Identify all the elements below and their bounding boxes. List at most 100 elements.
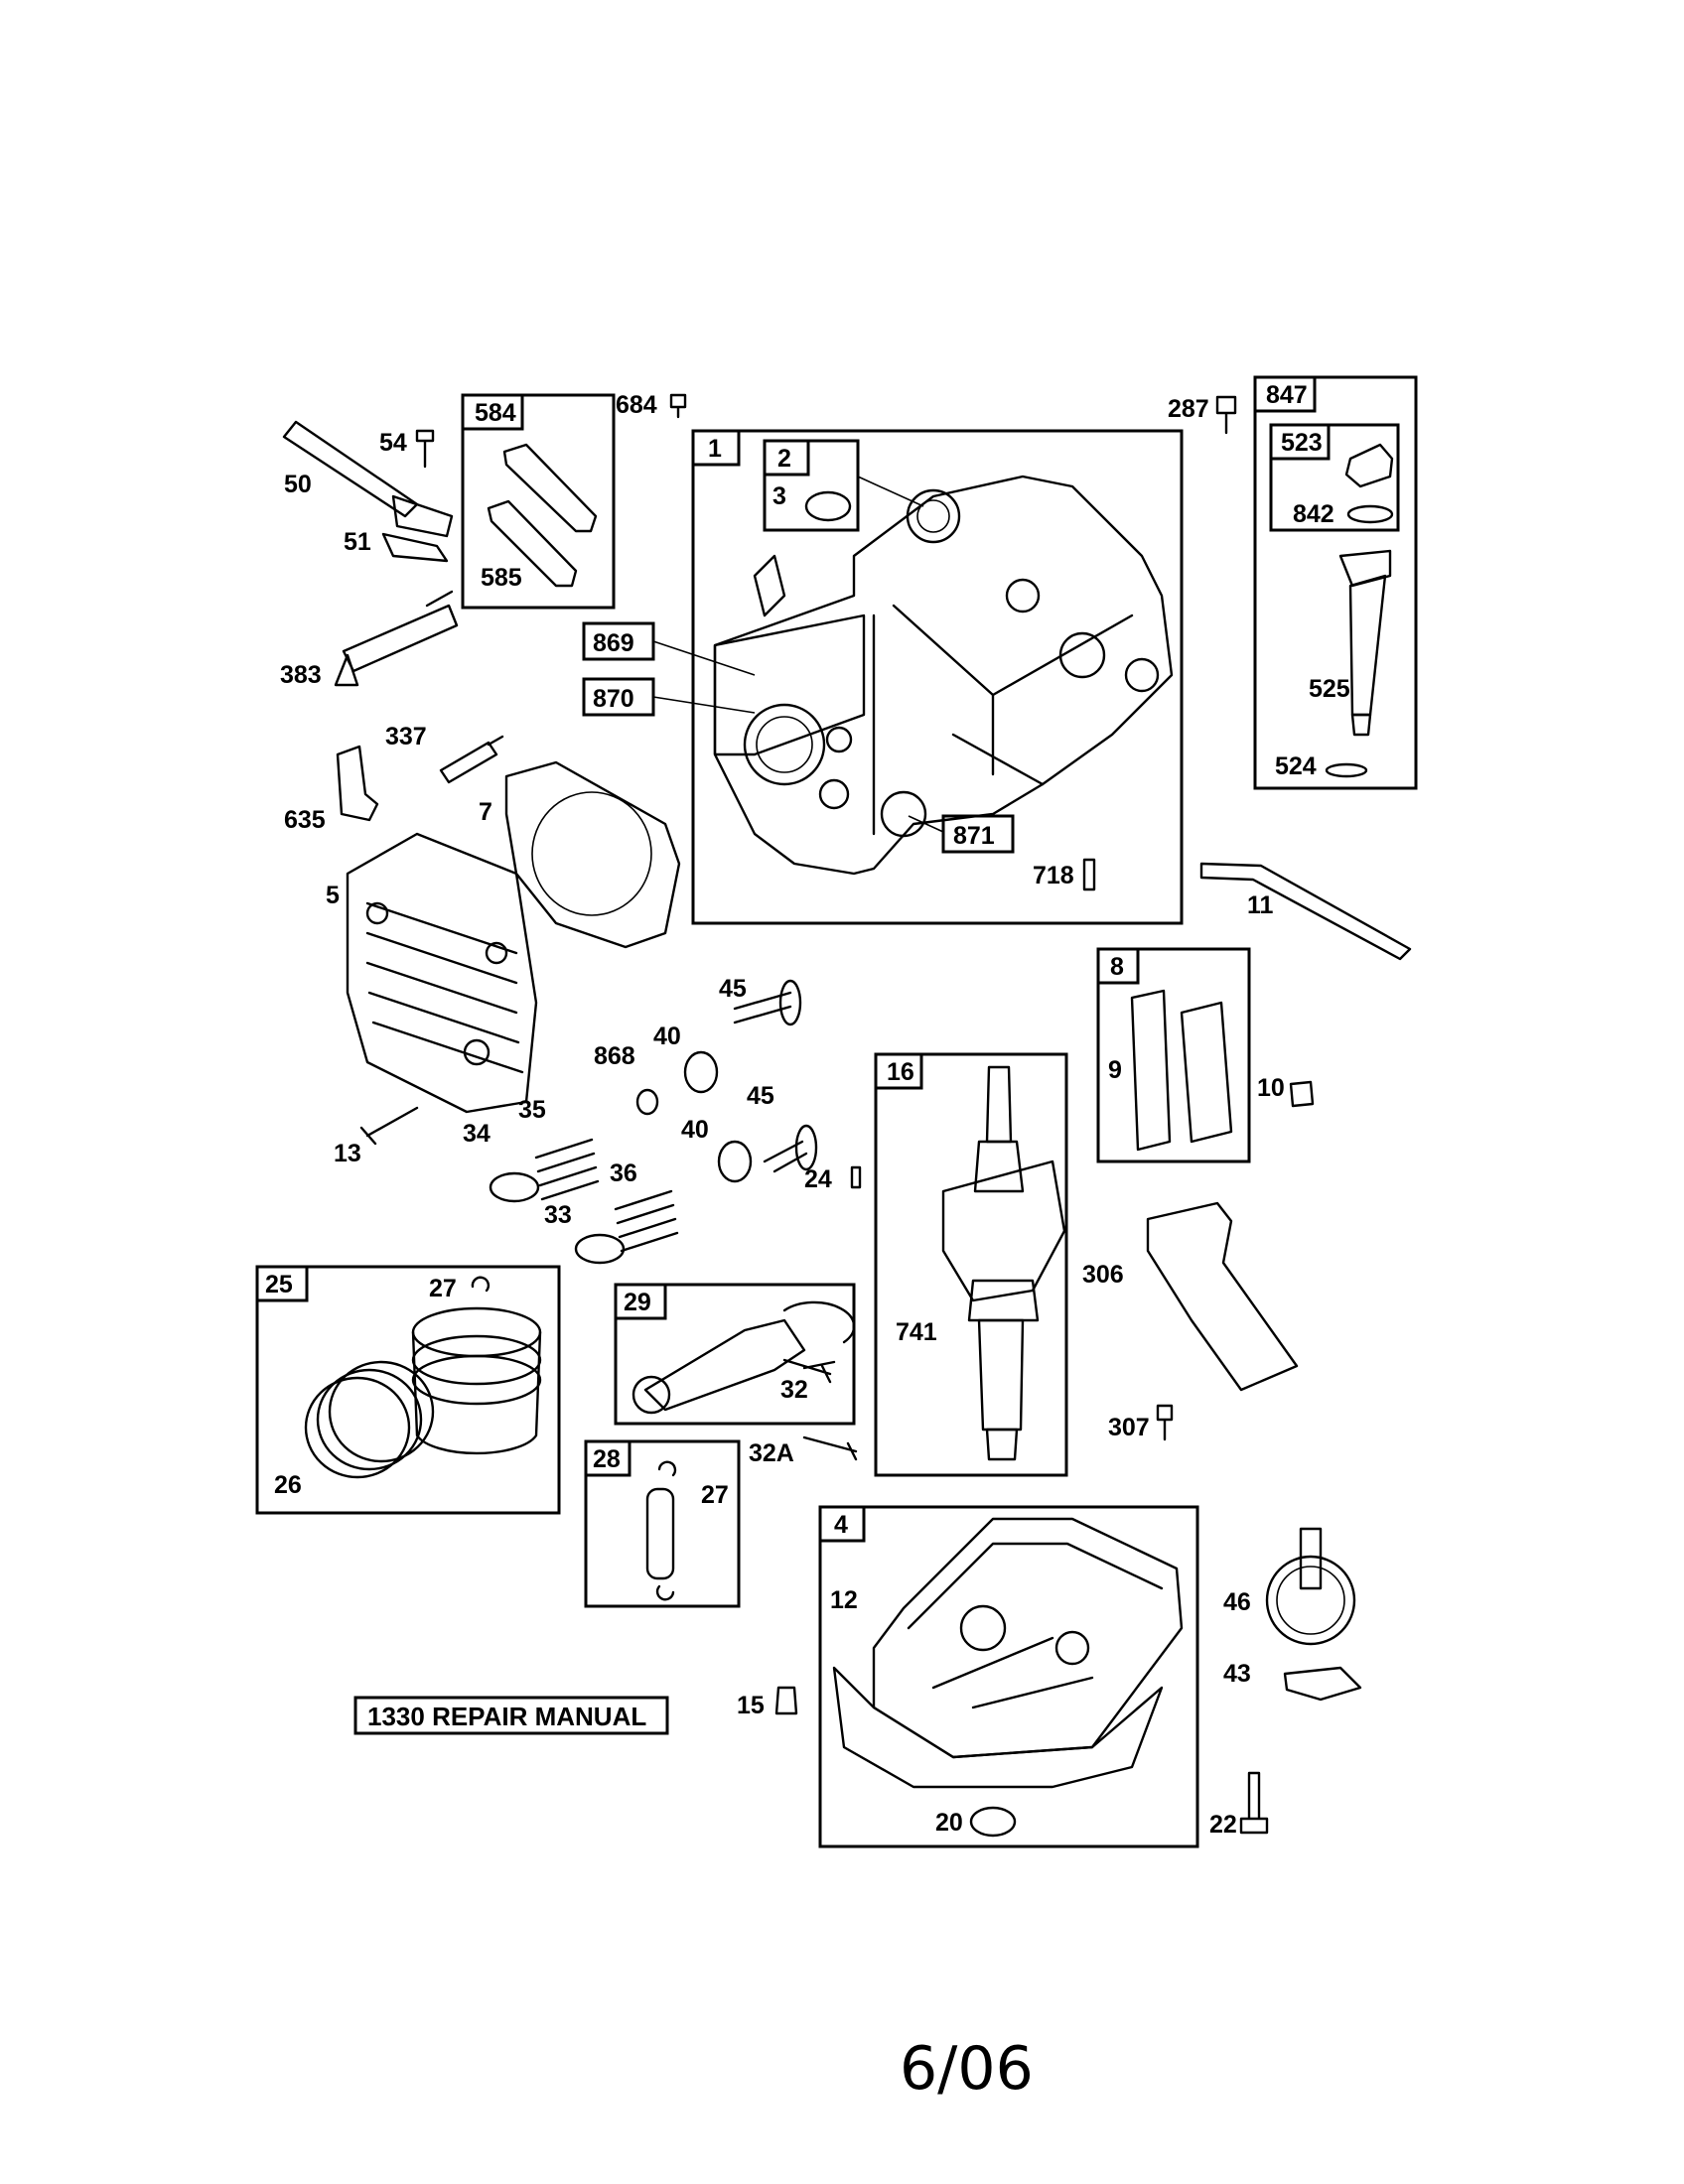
box-number: 2 [777,445,791,473]
label-337: 337 [385,723,427,751]
box-25: 25 [255,1265,561,1515]
box-8: 8 [1096,947,1251,1163]
manual-label-text: 1330 REPAIR MANUAL [367,1702,646,1731]
label-307: 307 [1108,1414,1150,1441]
cam-gear [1265,1527,1356,1646]
label-842: 842 [1293,500,1334,528]
label-12: 12 [830,1586,858,1614]
box-1: 1 2 869 870 [582,429,1184,925]
label-27: 27 [701,1481,729,1509]
piston [411,1306,542,1358]
label-7: 7 [479,798,492,826]
box-number: 25 [265,1271,293,1298]
label-9: 9 [1108,1056,1122,1084]
callout-871: 871 [953,822,995,850]
mount-bracket [381,532,449,563]
label-45: 45 [719,975,747,1003]
box-29: 29 [614,1283,856,1426]
label-46: 46 [1223,1588,1251,1616]
governor-arm [1283,1666,1362,1702]
label-585: 585 [481,564,522,592]
seal-ring [804,490,852,522]
label-20: 20 [935,1809,963,1837]
box-16: 16 [874,1052,1068,1477]
box-number: 8 [1110,953,1124,981]
air-baffle [1146,1201,1299,1392]
box-number: 523 [1281,429,1323,457]
callout-869: 869 [593,629,634,657]
head-gasket [504,760,681,949]
cylinder-head [346,832,538,1114]
box-number: 847 [1266,381,1308,409]
label-306: 306 [1082,1261,1124,1289]
label-11: 11 [1247,891,1274,919]
label-868: 868 [594,1042,635,1070]
label-51: 51 [344,528,371,556]
label-45: 45 [747,1082,774,1110]
box-number: 28 [593,1445,621,1473]
label-36: 36 [610,1160,637,1187]
part-labels: 684 54 50 51 585 3 287 842 383 337 635 7… [274,391,1350,1839]
valve-cap [683,1050,719,1094]
box-4: 4 [818,1505,1199,1848]
connecting-rod [643,1318,806,1412]
box-number: 584 [475,399,516,427]
spark-plug [439,735,504,784]
circlip [471,1276,491,1293]
label-27: 27 [429,1275,457,1302]
label-34: 34 [463,1120,491,1148]
label-15: 15 [737,1692,765,1719]
label-287: 287 [1168,395,1209,423]
label-24: 24 [804,1165,832,1193]
label-22: 22 [1209,1811,1237,1839]
callout-870: 870 [593,685,634,713]
label-383: 383 [280,661,322,689]
label-684: 684 [616,391,657,419]
valve-springs [489,1138,679,1265]
dowel-pin [1082,858,1096,891]
label-32A: 32A [749,1439,794,1467]
dipstick-extension [1199,862,1412,961]
label-50: 50 [284,471,312,498]
crankcase-block [713,475,1174,876]
label-40: 40 [681,1116,709,1144]
box-28: 28 [584,1439,741,1608]
label-26: 26 [274,1471,302,1499]
label-35: 35 [518,1096,546,1124]
label-13: 13 [334,1140,361,1167]
label-33: 33 [544,1201,572,1229]
label-3: 3 [772,482,786,510]
box-number: 4 [834,1511,848,1539]
label-43: 43 [1223,1660,1251,1688]
ignition-module [342,604,459,673]
box-584: 584 [461,393,616,610]
breather-gasket [1130,989,1172,1152]
wrist-pin [645,1487,675,1580]
label-718: 718 [1033,862,1074,889]
box-number: 29 [624,1289,651,1316]
label-5: 5 [326,882,340,909]
breather-cover [1180,1001,1233,1144]
label-10: 10 [1257,1074,1285,1102]
label-524: 524 [1275,752,1317,780]
label-525: 525 [1309,675,1350,703]
box-number: 1 [708,435,722,463]
label-741: 741 [896,1318,937,1346]
box-number: 16 [887,1058,914,1086]
label-54: 54 [379,429,407,457]
crankshaft [941,1065,1066,1461]
box-847: 847 523 [1253,375,1418,790]
label-32: 32 [780,1376,808,1404]
piston-rings [304,1376,411,1479]
page-date: 6/06 [900,2034,1034,2104]
dipstick-tube [1348,574,1387,717]
repair-manual-label: 1330 REPAIR MANUAL [353,1696,669,1735]
oil-seal [969,1806,1017,1838]
label-40: 40 [653,1023,681,1050]
loose-parts [282,393,1412,1835]
sump-cover [832,1517,1184,1789]
label-635: 635 [284,806,326,834]
plug-boot [336,745,379,822]
dipstick-tube-top [1338,549,1392,588]
